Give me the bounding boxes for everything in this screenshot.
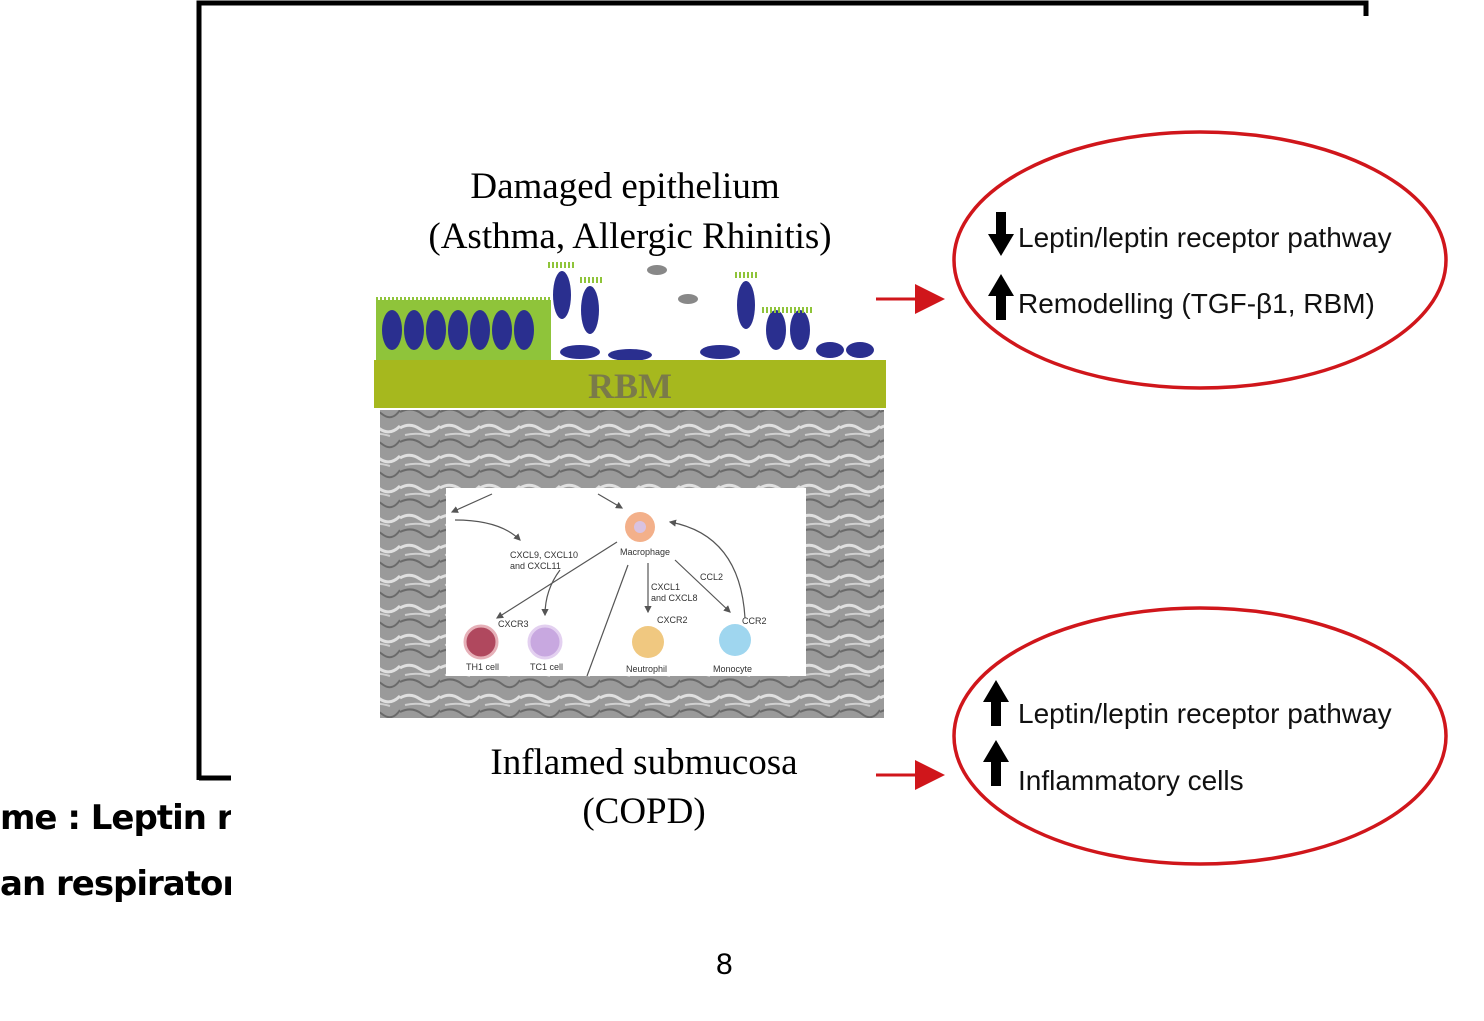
svg-text:Monocyte: Monocyte	[713, 664, 752, 674]
bottom-effects-ellipse	[952, 606, 1448, 866]
up-arrow-icon	[983, 680, 1009, 726]
top-label-line2: (Asthma, Allergic Rhinitis)	[428, 216, 831, 257]
bracket-frame	[196, 0, 1369, 781]
svg-text:TH1 cell: TH1 cell	[466, 662, 499, 672]
svg-text:CCL2: CCL2	[700, 572, 723, 582]
bottom-effect-2: Inflammatory cells	[1018, 765, 1244, 796]
svg-text:CCR2: CCR2	[742, 616, 767, 626]
svg-text:and CXCL11: and CXCL11	[510, 561, 561, 571]
svg-text:Neutrophil: Neutrophil	[626, 664, 667, 674]
epithelium-cells	[376, 262, 874, 361]
svg-text:CXCL9, CXCL10: CXCL9, CXCL10	[510, 550, 578, 560]
figure-caption-line2: an respirator	[0, 864, 231, 904]
bottom-label-line2: (COPD)	[582, 791, 705, 832]
macrophage-label: Macrophage	[620, 547, 670, 557]
top-effect-1: Leptin/leptin receptor pathway	[1018, 222, 1392, 253]
figure-caption-line1: me : Leptin r	[0, 798, 231, 838]
top-effects-ellipse	[952, 130, 1448, 390]
top-label-line1: Damaged epithelium	[470, 166, 779, 207]
svg-text:and CXCL8: and CXCL8	[651, 593, 698, 603]
up-arrow-icon	[988, 274, 1014, 320]
svg-text:CXCR3: CXCR3	[498, 619, 529, 629]
top-effect-2: Remodelling (TGF-β1, RBM)	[1018, 288, 1375, 319]
up-arrow-icon	[983, 740, 1009, 786]
bottom-label-line1: Inflamed submucosa	[490, 742, 797, 783]
svg-text:TC1 cell: TC1 cell	[530, 662, 563, 672]
down-arrow-icon	[988, 212, 1014, 256]
svg-text:CXCR2: CXCR2	[657, 615, 688, 625]
rbm-layer	[374, 360, 886, 408]
page-number: 8	[716, 948, 733, 981]
caption-clip: me : Leptin r an respirator	[0, 790, 231, 930]
rbm-label: RBM	[588, 366, 672, 406]
svg-text:CXCL1: CXCL1	[651, 582, 680, 592]
bottom-effect-1: Leptin/leptin receptor pathway	[1018, 698, 1392, 729]
